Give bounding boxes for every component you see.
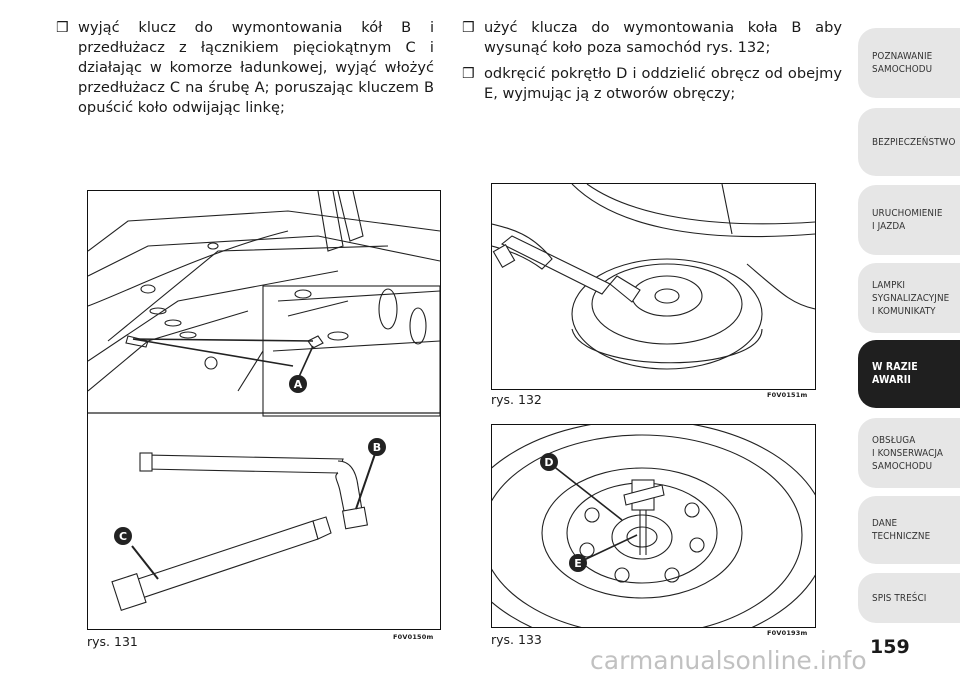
label-d: D <box>544 456 553 469</box>
tab-w-razie-awarii[interactable]: W RAZIE AWARII <box>858 340 960 408</box>
instruction-text-left: ❒ wyjąć klucz do wymontowania kół B i pr… <box>56 18 434 124</box>
instruction-text-right: ❒ użyć klucza do wymontowania koła B aby… <box>462 18 842 110</box>
label-c: C <box>119 530 127 543</box>
step-text: wyjąć klucz do wymontowania kół B i prze… <box>78 19 434 116</box>
code-132: F0V0151m <box>767 391 808 399</box>
wrench-and-trunk-illustration: A B C <box>88 191 440 611</box>
code-131: F0V0150m <box>393 633 434 641</box>
code-133: F0V0193m <box>767 629 808 637</box>
label-a: A <box>294 378 303 391</box>
step-text: użyć klucza do wymontowania koła B aby w… <box>484 19 842 56</box>
caption-131: rys. 131 <box>87 634 138 649</box>
tab-bezpieczenstwo[interactable]: BEZPIECZEŃSTWO <box>858 108 960 176</box>
tab-poznawanie-samochodu[interactable]: POZNAWANIE SAMOCHODU <box>858 28 960 98</box>
figure-133: D E <box>491 424 816 628</box>
instruction-step: ❒ odkręcić pokrętło D i oddzielić obręcz… <box>462 64 842 104</box>
checkbox-bullet-icon: ❒ <box>56 20 69 36</box>
checkbox-bullet-icon: ❒ <box>462 66 475 82</box>
step-text: odkręcić pokrętło D i oddzielić obręcz o… <box>484 65 842 102</box>
caption-132: rys. 132 <box>491 392 542 407</box>
tab-dane-techniczne[interactable]: DANE TECHNICZNE <box>858 496 960 564</box>
checkbox-bullet-icon: ❒ <box>462 20 475 36</box>
label-b: B <box>373 441 381 454</box>
page-number: 159 <box>870 636 910 658</box>
caption-133: rys. 133 <box>491 632 542 647</box>
watermark: carmanualsonline.info <box>590 646 867 675</box>
tab-lampki-sygnalizacyjne[interactable]: LAMPKI SYGNALIZACYJNE I KOMUNIKATY <box>858 263 960 333</box>
instruction-step: ❒ wyjąć klucz do wymontowania kół B i pr… <box>56 18 434 118</box>
tab-uruchomienie-i-jazda[interactable]: URUCHOMIENIE I JAZDA <box>858 185 960 255</box>
wheel-cradle-illustration: D E <box>492 425 815 627</box>
tab-obsluga-i-konserwacja[interactable]: OBSŁUGA I KONSERWACJA SAMOCHODU <box>858 418 960 488</box>
figure-132 <box>491 183 816 390</box>
label-e: E <box>574 557 582 570</box>
spare-wheel-lowering-illustration <box>492 184 815 370</box>
figure-131: A B C <box>87 190 441 630</box>
tab-spis-tresci[interactable]: SPIS TREŚCI <box>858 573 960 623</box>
instruction-step: ❒ użyć klucza do wymontowania koła B aby… <box>462 18 842 58</box>
